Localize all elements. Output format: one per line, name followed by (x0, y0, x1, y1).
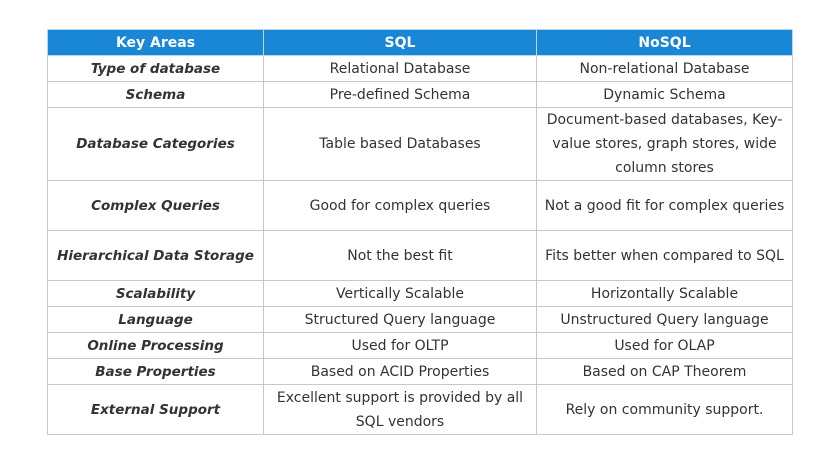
table-row: Schema Pre-defined Schema Dynamic Schema (47, 81, 793, 108)
table-row: Language Structured Query language Unstr… (47, 306, 793, 333)
row-sql: Not the best fit (263, 230, 537, 281)
table-header: Key Areas SQL NoSQL (47, 29, 793, 56)
row-key: Type of database (47, 55, 264, 82)
table-row: Online Processing Used for OLTP Used for… (47, 332, 793, 359)
row-key: Hierarchical Data Storage (47, 230, 264, 281)
row-nosql: Horizontally Scalable (536, 280, 793, 307)
row-key: Online Processing (47, 332, 264, 359)
row-key: External Support (47, 384, 264, 435)
row-sql: Pre-defined Schema (263, 81, 537, 108)
row-key: Complex Queries (47, 180, 264, 231)
sql-vs-nosql-table: Key Areas SQL NoSQL Type of database Rel… (47, 29, 793, 435)
row-sql: Vertically Scalable (263, 280, 537, 307)
table-row: Type of database Relational Database Non… (47, 55, 793, 82)
row-key: Language (47, 306, 264, 333)
row-nosql: Document-based databases, Key-value stor… (536, 107, 793, 181)
header-nosql: NoSQL (536, 29, 793, 56)
table-row: Complex Queries Good for complex queries… (47, 180, 793, 231)
table-row: Hierarchical Data Storage Not the best f… (47, 230, 793, 281)
row-nosql: Based on CAP Theorem (536, 358, 793, 385)
row-nosql: Non-relational Database (536, 55, 793, 82)
row-key: Schema (47, 81, 264, 108)
row-sql: Table based Databases (263, 107, 537, 181)
row-key: Database Categories (47, 107, 264, 181)
row-sql: Relational Database (263, 55, 537, 82)
row-sql: Used for OLTP (263, 332, 537, 359)
table-row: Base Properties Based on ACID Properties… (47, 358, 793, 385)
row-sql: Based on ACID Properties (263, 358, 537, 385)
table-row: External Support Excellent support is pr… (47, 384, 793, 435)
row-nosql: Not a good fit for complex queries (536, 180, 793, 231)
row-sql: Structured Query language (263, 306, 537, 333)
header-key-areas: Key Areas (47, 29, 264, 56)
table-row: Scalability Vertically Scalable Horizont… (47, 280, 793, 307)
row-nosql: Dynamic Schema (536, 81, 793, 108)
row-nosql: Unstructured Query language (536, 306, 793, 333)
row-sql: Excellent support is provided by all SQL… (263, 384, 537, 435)
header-sql: SQL (263, 29, 537, 56)
row-nosql: Rely on community support. (536, 384, 793, 435)
table-body: Type of database Relational Database Non… (47, 55, 793, 435)
row-nosql: Fits better when compared to SQL (536, 230, 793, 281)
table-row: Database Categories Table based Database… (47, 107, 793, 181)
row-sql: Good for complex queries (263, 180, 537, 231)
header-row: Key Areas SQL NoSQL (47, 29, 793, 56)
row-key: Base Properties (47, 358, 264, 385)
row-key: Scalability (47, 280, 264, 307)
row-nosql: Used for OLAP (536, 332, 793, 359)
